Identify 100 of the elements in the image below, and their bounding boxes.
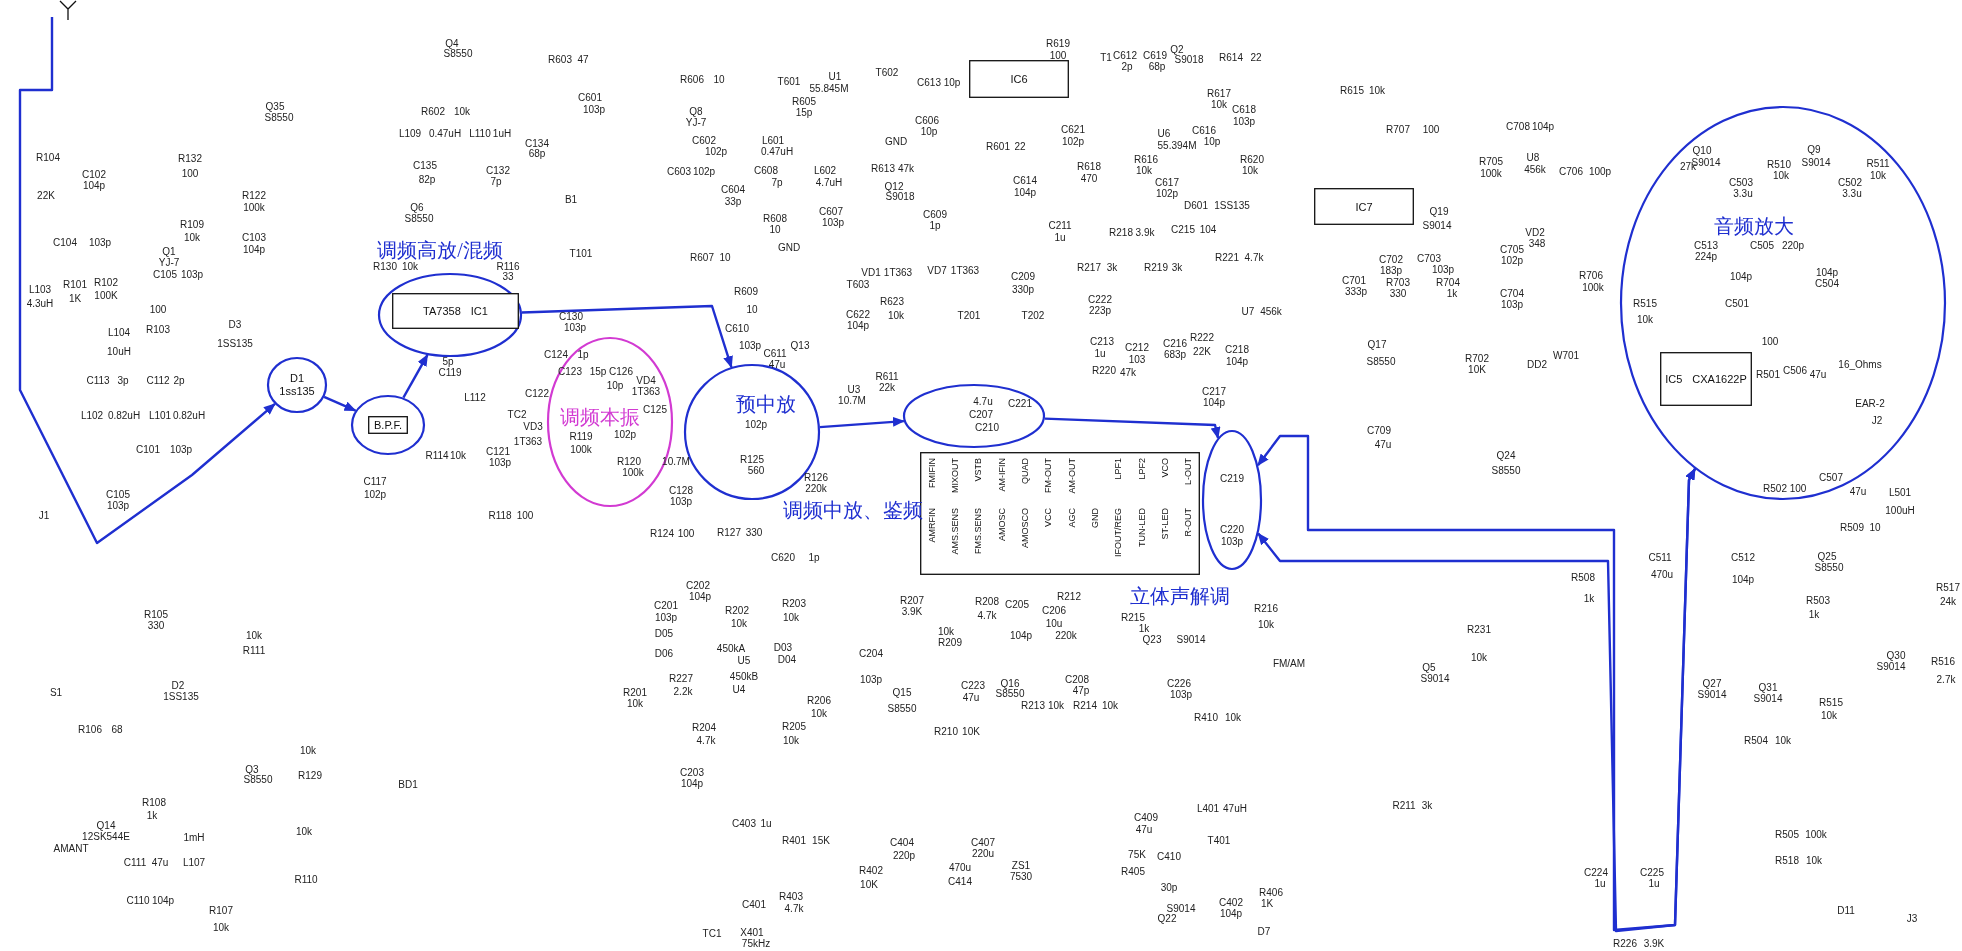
- component-label: 100: [149, 305, 167, 315]
- component-label: 1k: [1138, 624, 1150, 634]
- component-label: 450kA: [716, 644, 746, 654]
- component-label: C220: [1220, 525, 1244, 535]
- component-label: R204: [692, 723, 716, 733]
- component-label: 1u: [760, 819, 772, 829]
- component-label: 103p: [821, 218, 845, 228]
- component-label: R620: [1240, 155, 1264, 165]
- component-label: 104p: [680, 779, 704, 789]
- pin-label: AMRFIN: [927, 508, 937, 543]
- component-label: J2: [1871, 416, 1883, 426]
- pin-label: LPF1: [1113, 458, 1123, 480]
- component-label: 330: [1389, 289, 1407, 299]
- component-label: C215: [1171, 225, 1195, 235]
- component-label: R406: [1259, 888, 1283, 898]
- component-label: 47k: [1119, 368, 1137, 378]
- component-label: R116: [496, 262, 520, 272]
- component-label: C221: [1008, 399, 1032, 409]
- component-label: 47u: [1849, 487, 1867, 497]
- component-label: 100: [677, 529, 695, 539]
- component-label: C612: [1113, 51, 1137, 61]
- component-label: R614: [1219, 53, 1243, 63]
- component-label: T602: [875, 68, 899, 78]
- component-label: 103p: [106, 501, 130, 511]
- component-label: R707: [1386, 125, 1410, 135]
- component-label: 102p: [692, 167, 716, 177]
- pin-label: IFOUT/REG: [1113, 508, 1123, 557]
- component-label: 1K: [68, 294, 82, 304]
- component-label: 68: [111, 725, 123, 735]
- component-label: 47: [577, 55, 589, 65]
- component-label: J1: [38, 511, 50, 521]
- component-label: C132: [486, 166, 510, 176]
- component-label: T201: [957, 311, 981, 321]
- component-label: 10k: [782, 736, 800, 746]
- pin-label: L-OUT: [1183, 458, 1193, 485]
- component-label: R209: [938, 638, 962, 648]
- component-label: TC1: [702, 929, 722, 939]
- component-label: 4.3uH: [26, 299, 54, 309]
- component-label: 10k: [810, 709, 828, 719]
- component-label: 10k: [212, 923, 230, 933]
- component-label: R705: [1479, 157, 1503, 167]
- component-label: 104p: [688, 592, 712, 602]
- component-label: C703: [1417, 254, 1441, 264]
- component-label: Q9: [1807, 145, 1821, 155]
- component-label: 47k: [897, 164, 915, 174]
- component-label: C210: [975, 423, 999, 433]
- component-label: C706: [1559, 167, 1583, 177]
- chip-label: IC7: [1355, 201, 1373, 212]
- component-label: C512: [1731, 553, 1755, 563]
- component-label: 1T363: [950, 266, 980, 276]
- component-label: C102: [82, 170, 106, 180]
- component-label: 22k: [878, 383, 896, 393]
- component-label: 1mH: [183, 833, 205, 843]
- component-label: R203: [782, 599, 806, 609]
- component-label: 24k: [1939, 597, 1957, 607]
- component-label: 10p: [606, 381, 624, 391]
- component-label: Q35: [265, 102, 285, 112]
- component-label: 102p: [704, 147, 728, 157]
- component-label: L401: [1196, 804, 1220, 814]
- pin-label: QUAD: [1020, 458, 1030, 484]
- component-label: R403: [779, 892, 803, 902]
- component-label: 102p: [1500, 256, 1524, 266]
- component-label: C702: [1379, 255, 1403, 265]
- component-label: Q4: [445, 39, 459, 49]
- component-label: 1p: [929, 221, 941, 231]
- component-label: 22: [1014, 142, 1026, 152]
- component-label: 10k: [1241, 166, 1259, 176]
- component-label: 2p: [1121, 62, 1133, 72]
- component-label: R502: [1763, 484, 1787, 494]
- component-label: 100uH: [1885, 506, 1915, 516]
- component-label: C618: [1232, 105, 1256, 115]
- component-label: S1: [49, 688, 63, 698]
- component-label: 103p: [859, 675, 883, 685]
- component-label: R608: [763, 214, 787, 224]
- component-label: 10u: [1045, 619, 1063, 629]
- component-label: 100k: [570, 445, 592, 455]
- component-label: VD2: [1525, 228, 1545, 238]
- component-label: D11: [1837, 906, 1855, 916]
- component-label: C204: [859, 649, 883, 659]
- component-label: R130: [373, 262, 397, 272]
- annotation-label: 音频放大: [1714, 216, 1794, 236]
- component-label: T601: [777, 77, 801, 87]
- signal-arrow: [1044, 417, 1221, 440]
- component-label: 10k: [782, 613, 800, 623]
- component-label: 30p: [1160, 883, 1178, 893]
- component-label: C203: [680, 768, 704, 778]
- component-label: 1ss135: [279, 385, 315, 397]
- component-label: C701: [1342, 276, 1366, 286]
- component-label: R517: [1936, 583, 1960, 593]
- component-label: R405: [1121, 867, 1145, 877]
- component-label: R221: [1215, 253, 1239, 263]
- pin-label: ST-LED: [1160, 508, 1170, 540]
- component-label: 10: [713, 75, 725, 85]
- component-label: 10: [719, 253, 731, 263]
- component-label: 10k: [1869, 171, 1887, 181]
- component-label: 1u: [1648, 879, 1660, 889]
- component-label: 47uH: [1223, 804, 1247, 814]
- chip-label: TA7358: [423, 305, 461, 317]
- component-label: VD1: [861, 268, 881, 278]
- component-label: D3: [228, 320, 242, 330]
